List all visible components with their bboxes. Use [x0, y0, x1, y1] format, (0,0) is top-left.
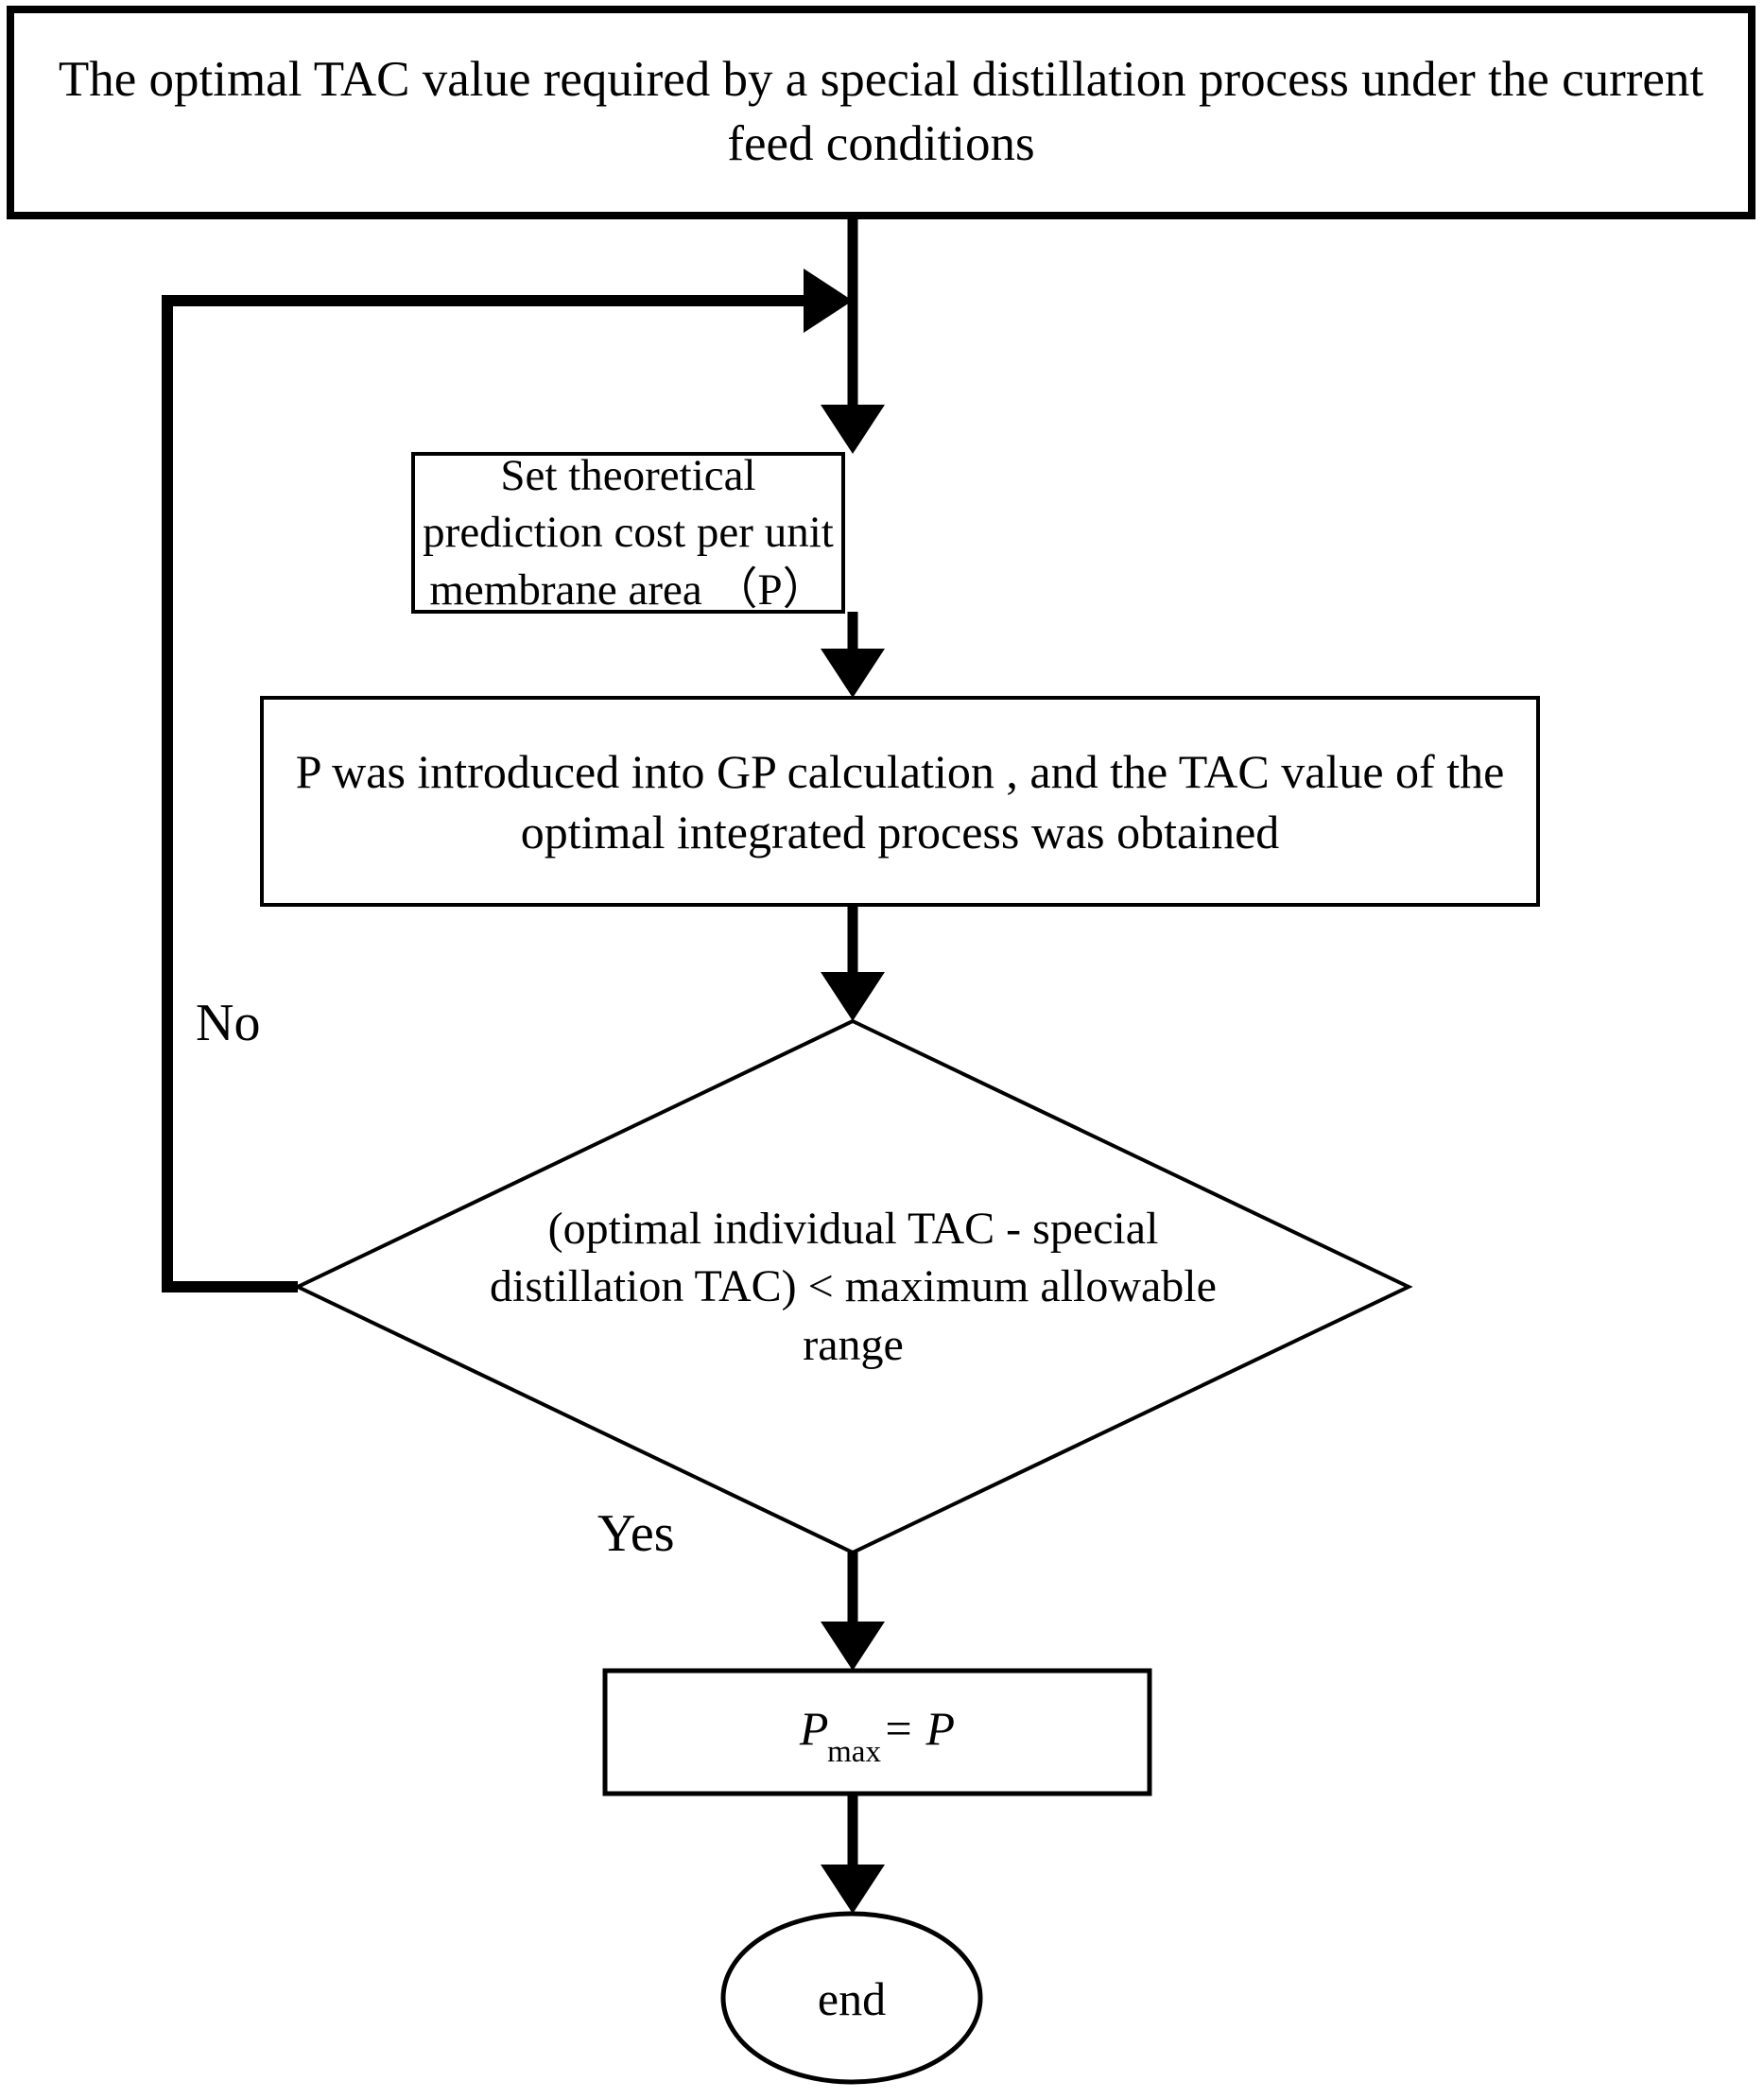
edge-setp-to-gp-arrowhead — [821, 649, 885, 698]
edge-start-to-setp-arrowhead — [821, 405, 885, 454]
pmax-node-rect — [602, 1668, 1152, 1796]
decision-node-diamond — [293, 1018, 1413, 1555]
edge-decision-to-pmax-arrowhead — [821, 1622, 885, 1671]
gp-calc-node-rect — [260, 696, 1540, 907]
edge-gp-to-decision-arrowhead — [821, 972, 885, 1021]
edge-pmax-to-end-arrowhead — [821, 1865, 885, 1914]
end-node-ellipse — [720, 1911, 983, 2085]
set-p-node-rect — [411, 452, 845, 614]
start-node-rect — [7, 6, 1755, 219]
edge-decision-to-setp-feedback-path — [162, 295, 819, 1292]
edge-decision-to-setp-feedback-arrowhead — [804, 269, 853, 333]
